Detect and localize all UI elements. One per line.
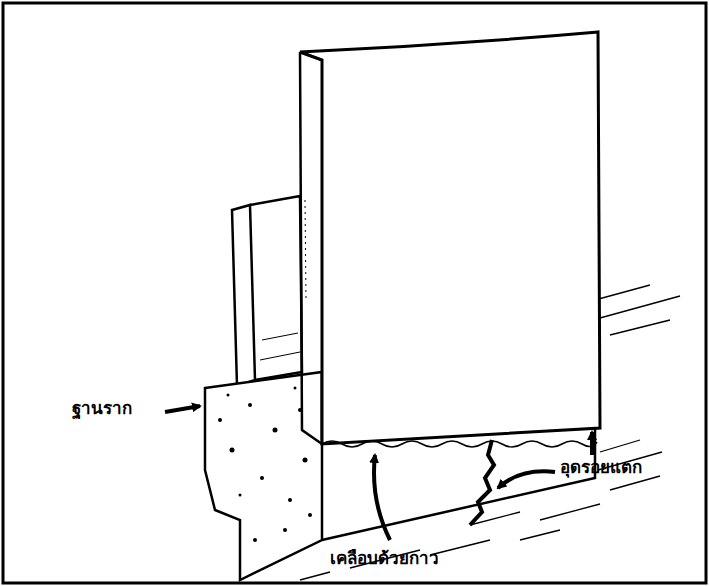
part-label: เคลือบด้วยกาว [330, 548, 439, 568]
pointer-arrows [165, 406, 592, 540]
part-label: อุดรอยแตก [560, 457, 642, 477]
frame [3, 3, 706, 583]
crack [470, 440, 494, 525]
back-panel [232, 196, 302, 386]
part-label: ฐานราก [72, 398, 132, 418]
glue-bead [322, 441, 597, 447]
front-panel [300, 32, 600, 444]
